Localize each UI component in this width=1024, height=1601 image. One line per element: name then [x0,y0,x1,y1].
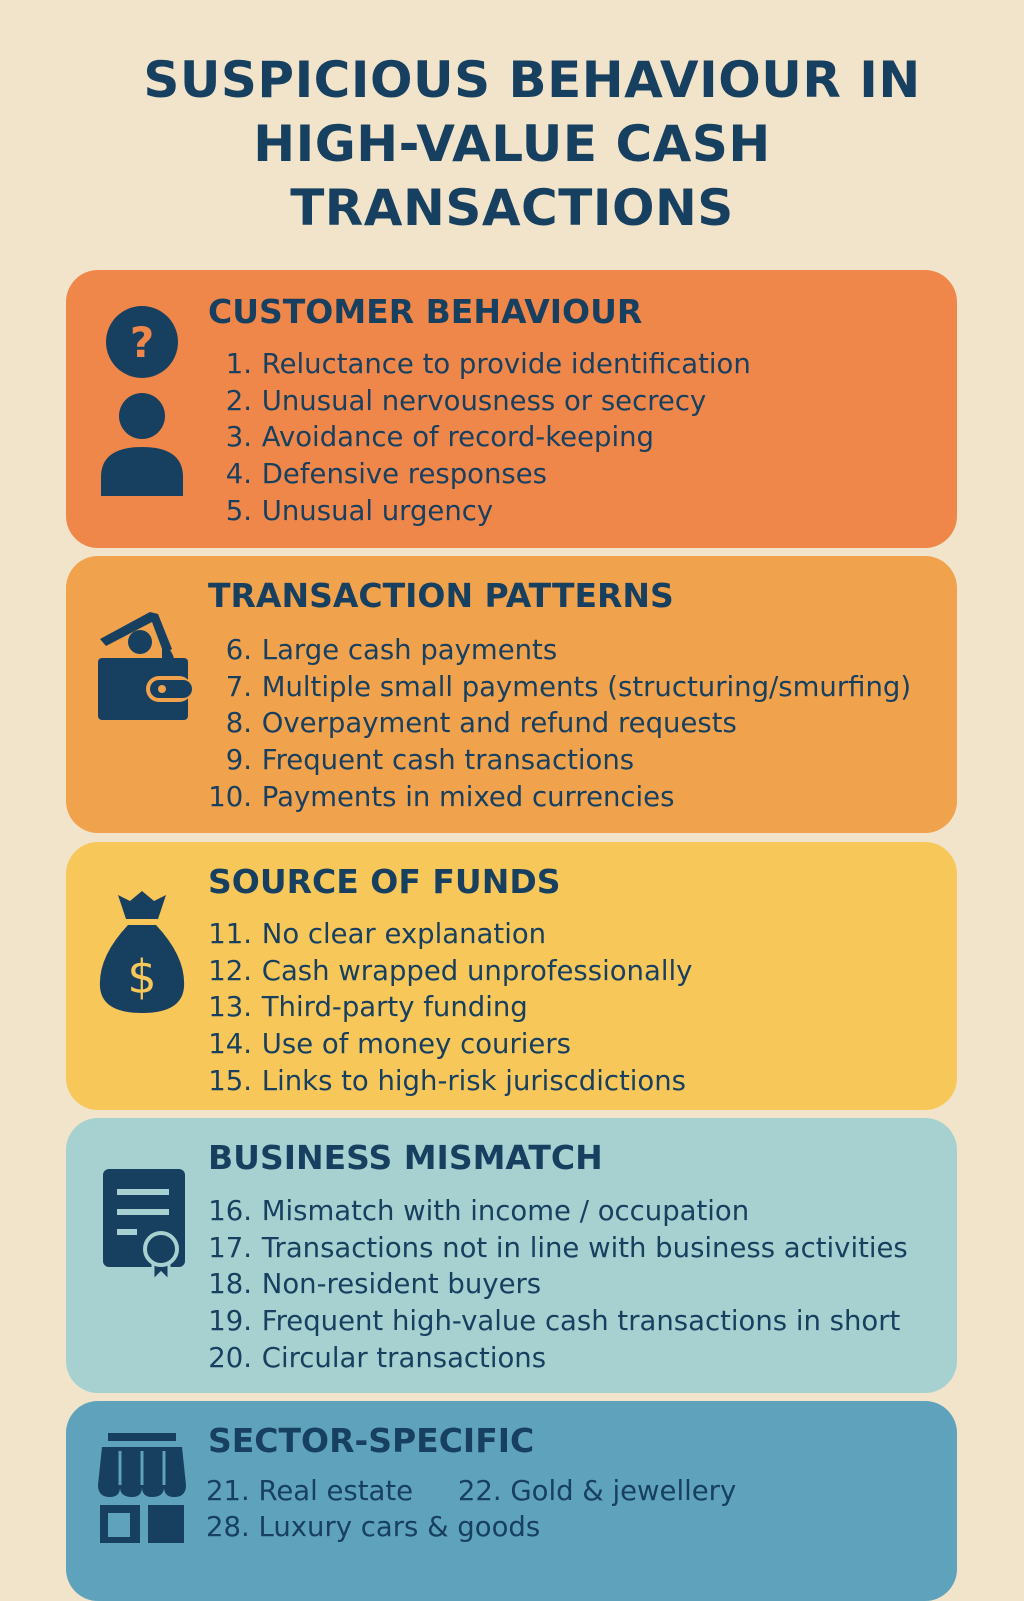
certificate-document-icon [92,1158,192,1288]
list-item: 10. Payments in mixed currencies [208,780,675,813]
list-item: 20. Circular transactions [208,1341,547,1374]
list-item: 2. Unusual nervousness or secrecy [225,384,707,417]
section-heading: BUSINESS MISMATCH [208,1138,603,1177]
item-list: 11. No clear explanation 12. Cash wrappe… [200,916,692,1100]
title-line-1: SUSPICIOUS BEHAVIOUR IN [143,51,921,109]
list-item: 22. Gold & jewellery [457,1475,737,1507]
svg-text:$: $ [127,950,156,1004]
money-bag-icon: $ [92,882,192,1022]
section-business-mismatch: BUSINESS MISMATCH 16. Mismatch with inco… [66,1118,957,1393]
section-customer-behaviour: ? CUSTOMER BEHAVIOUR 1. Reluctance to pr… [66,270,957,548]
section-heading: TRANSACTION PATTERNS [208,576,674,615]
list-item: 13. Third-party funding [208,991,528,1024]
sector-row-2: 28. Luxury cars & goods [200,1511,540,1543]
list-item: 16. Mismatch with income / occupation [208,1195,750,1227]
list-item: 28. Luxury cars & goods [206,1511,541,1543]
item-list: 16. Mismatch with income / occupation 17… [200,1193,908,1377]
list-item: 18. Non-resident buyers [208,1268,542,1301]
list-item: 17. Transactions not in line with busine… [208,1231,908,1264]
item-list: 1. Reluctance to provide identification … [200,346,751,530]
section-heading: CUSTOMER BEHAVIOUR [208,292,643,331]
section-heading: SOURCE OF FUNDS [208,862,561,901]
section-sector-specific: SECTOR-SPECIFIC 21. Real estate 22. Gold… [66,1401,957,1601]
sector-row-1: 21. Real estate 22. Gold & jewellery [200,1475,736,1507]
list-item: 4. Defensive responses [225,458,548,491]
wallet-cash-icon [92,601,192,726]
storefront-icon [92,1425,192,1545]
list-item: 11. No clear explanation [208,918,547,950]
list-item: 19. Frequent high-value cash transaction… [208,1305,901,1338]
page-title: SUSPICIOUS BEHAVIOUR IN HIGH-VALUE CASH … [0,48,1024,240]
list-item: 1. Reluctance to provide identification [225,348,751,380]
list-item: 7. Multiple small payments (structuring/… [225,670,912,703]
item-list: 6. Large cash payments 7. Multiple small… [200,632,911,816]
section-transaction-patterns: TRANSACTION PATTERNS 6. Large cash payme… [66,556,957,833]
list-item: 9. Frequent cash transactions [225,744,635,777]
title-line-2: HIGH-VALUE CASH [253,115,771,173]
svg-text:?: ? [130,318,154,367]
list-item: 5. Unusual urgency [225,494,494,527]
list-item: 12. Cash wrapped unprofessionally [208,954,693,987]
list-item: 15. Links to high-risk juriscdictions [208,1064,686,1097]
list-item: 21. Real estate [206,1475,414,1507]
question-person-icon: ? [92,302,192,502]
section-heading: SECTOR-SPECIFIC [208,1421,535,1460]
section-source-of-funds: $ SOURCE OF FUNDS 11. No clear explanati… [66,842,957,1110]
list-item: 14. Use of money couriers [208,1028,571,1061]
list-item: 3. Avoidance of record-keeping [225,421,654,454]
list-item: 6. Large cash payments [225,634,558,666]
title-line-3: TRANSACTIONS [290,179,734,237]
list-item: 8. Overpayment and refund requests [225,707,737,740]
